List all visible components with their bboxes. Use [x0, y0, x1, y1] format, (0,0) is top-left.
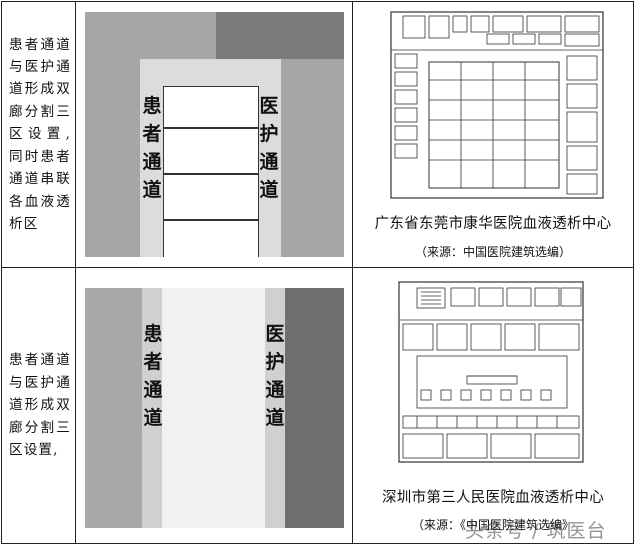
diagram-cell: 患者通道 医护通道 — [75, 267, 353, 544]
reference-cell: 广东省东莞市康华医院血液透析中心 （来源：中国医院建筑选编） — [352, 1, 634, 268]
watermark: 头条号 / 筑医台 — [465, 520, 607, 542]
staff-corridor-label: 医护通道 — [265, 323, 285, 429]
floor-plan-2 — [397, 280, 585, 464]
treatment-area — [163, 86, 259, 257]
zone-light — [85, 288, 142, 528]
caption-2: 深圳市第三人民医院血液透析中心 — [382, 490, 604, 506]
table-row: 患者通道与医护通道形成双廊分割三区设置, 患者通道 医护通道 — [1, 267, 634, 544]
treatment-zone — [162, 288, 265, 528]
patient-corridor-label: 患者通道 — [142, 95, 162, 201]
floor-plan-1 — [389, 10, 605, 200]
zone-dark — [285, 288, 344, 528]
description-cell: 患者通道与医护通道形成双廊分割三区设置, — [1, 267, 76, 544]
table-row: 患者通道与医护通道形成双廊分割三区设置,同时患者通道串联各血液透析区 患者通道 … — [1, 1, 634, 268]
zoning-diagram-2: 患者通道 医护通道 — [85, 288, 344, 528]
caption-1: 广东省东莞市康华医院血液透析中心 — [374, 216, 612, 232]
patient-corridor-label: 患者通道 — [143, 323, 163, 429]
description-cell: 患者通道与医护通道形成双廊分割三区设置,同时患者通道串联各血液透析区 — [1, 1, 76, 268]
reference-cell: 深圳市第三人民医院血液透析中心 （来源：《中国医院建筑选编》 — [352, 267, 634, 544]
row1-description: 患者通道与医护通道形成双廊分割三区设置,同时患者通道串联各血液透析区 — [9, 36, 71, 232]
source-2: （来源：《中国医院建筑选编》 — [411, 518, 574, 532]
zone-dark — [216, 12, 344, 59]
source-1: （来源：中国医院建筑选编） — [414, 245, 571, 259]
diagram-cell: 患者通道 医护通道 — [75, 1, 353, 268]
patient-corridor — [142, 288, 162, 528]
zoning-diagram-1: 患者通道 医护通道 — [85, 12, 344, 257]
staff-corridor — [265, 288, 285, 528]
row2-description: 患者通道与医护通道形成双廊分割三区设置, — [9, 352, 71, 459]
staff-corridor-label: 医护通道 — [259, 95, 279, 201]
corridor-zone — [140, 59, 281, 257]
